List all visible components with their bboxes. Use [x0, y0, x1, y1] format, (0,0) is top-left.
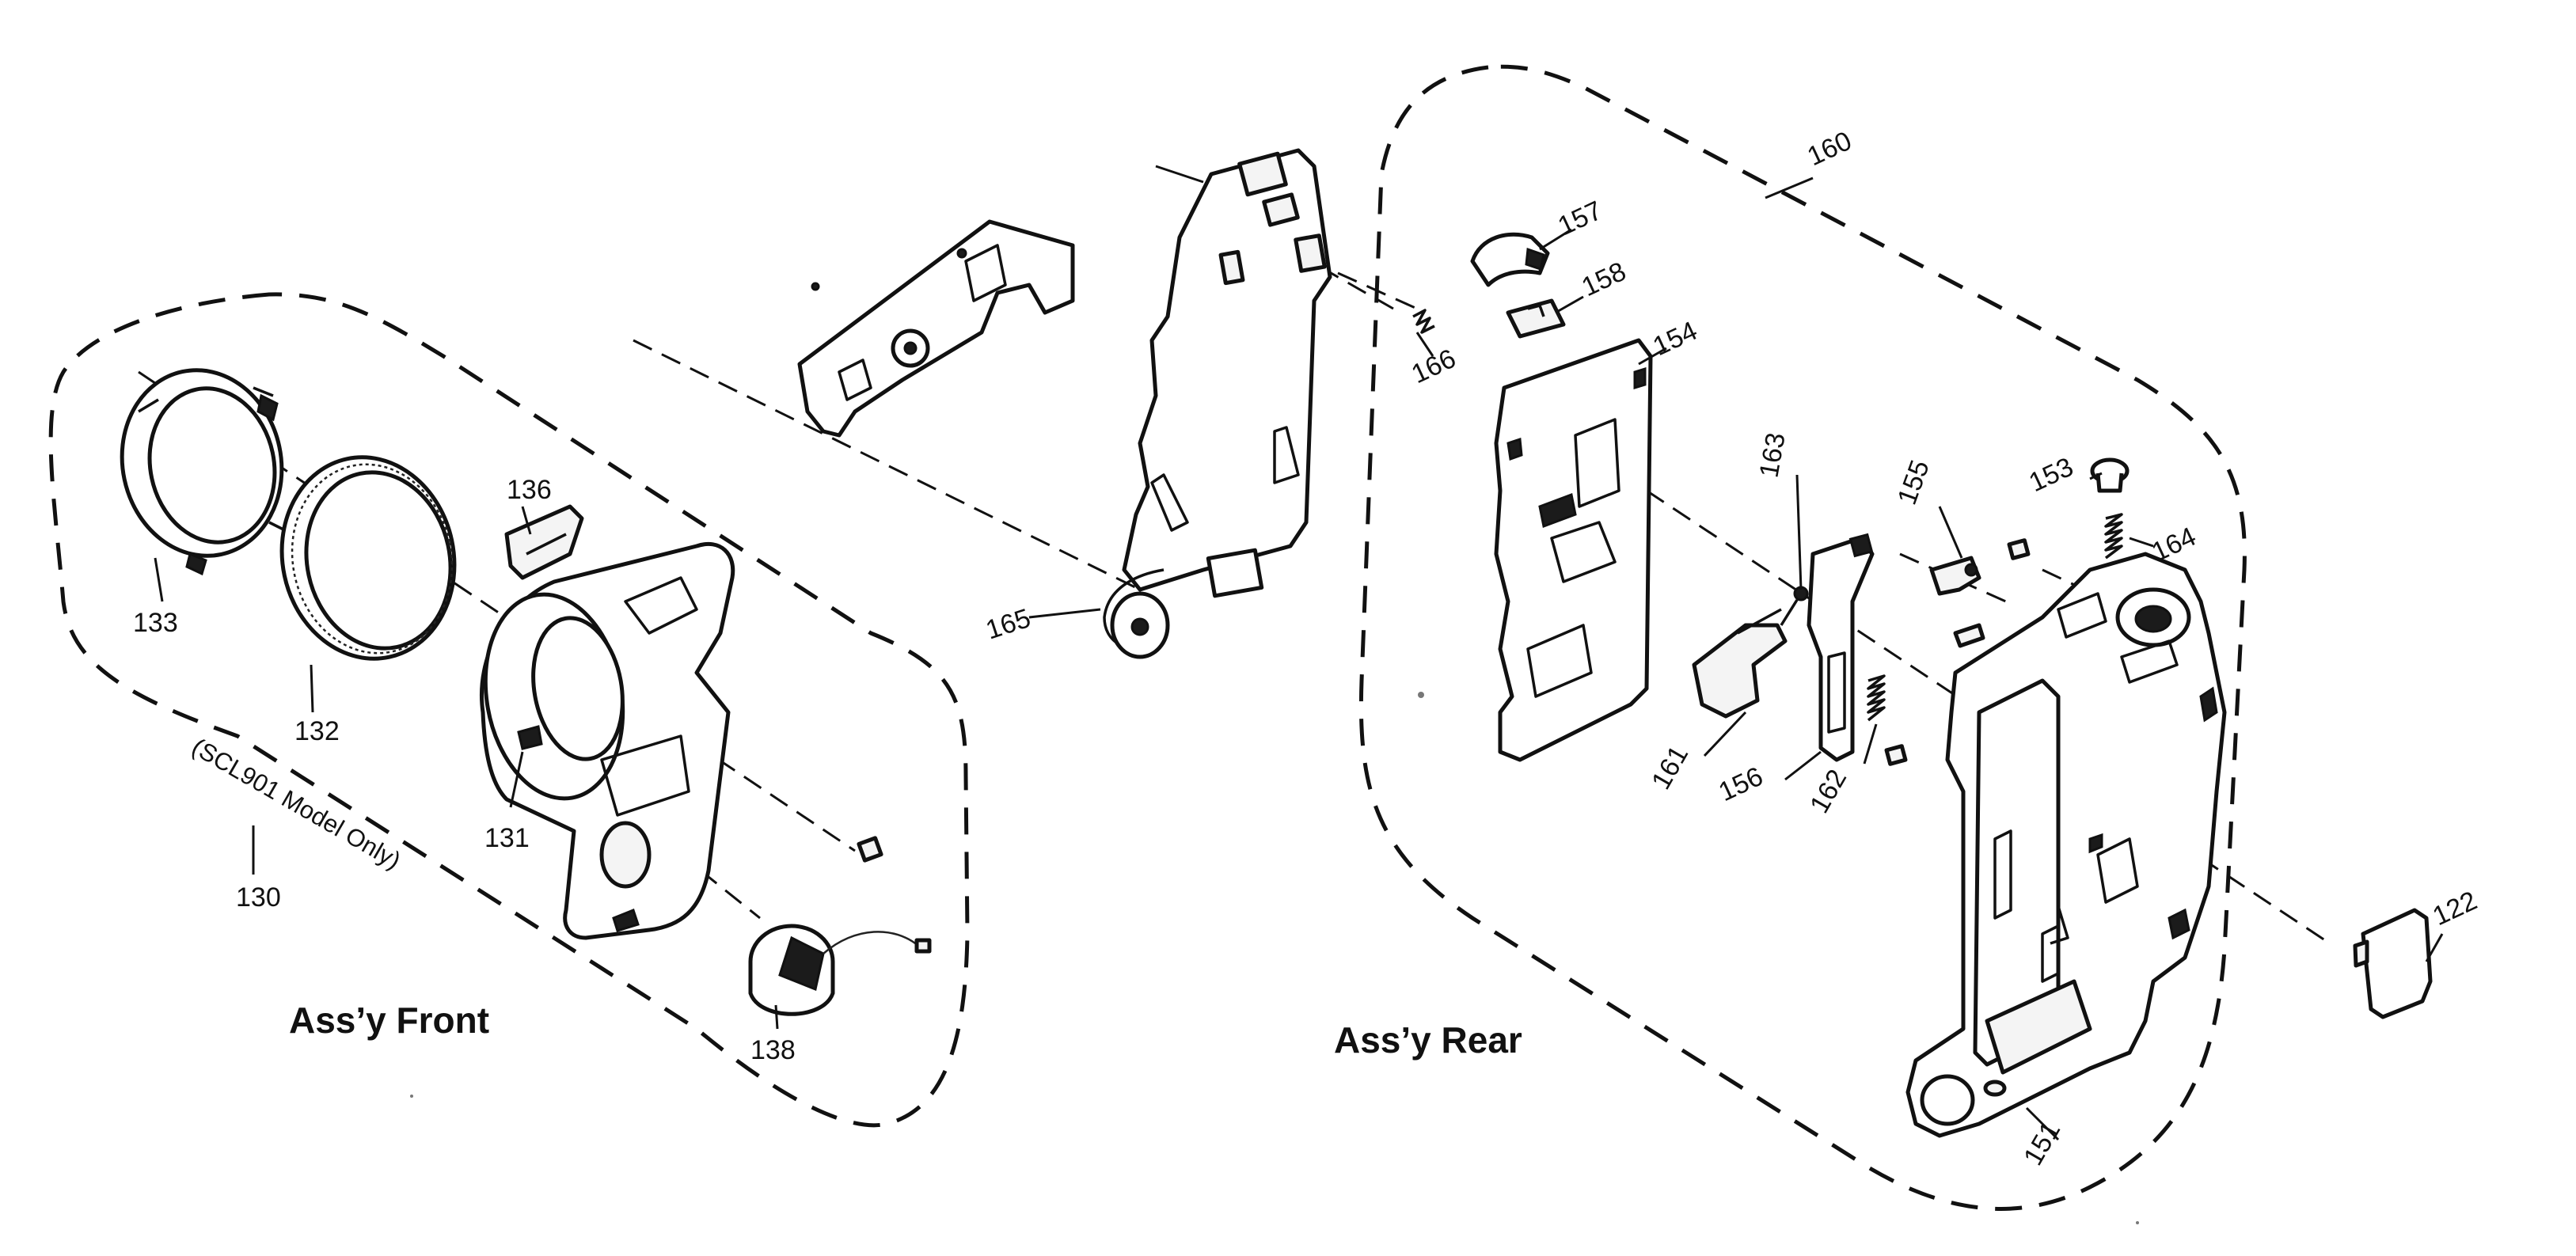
small-clip-front	[857, 836, 883, 863]
part-138-motor	[748, 924, 932, 1016]
part-166-spring	[1412, 309, 1435, 334]
part-122-cover	[2353, 908, 2433, 1019]
callout-158: 158	[1577, 256, 1630, 302]
callout-163: 163	[1753, 431, 1791, 480]
part-164-spring	[2104, 513, 2123, 560]
part-131-front-housing	[480, 541, 735, 940]
callout-162: 162	[1804, 765, 1852, 818]
callout-131: 131	[484, 823, 530, 853]
callout-122: 122	[2428, 886, 2481, 932]
part-main-circuit-board	[1103, 148, 1332, 659]
part-136-bracket	[504, 504, 584, 580]
callout-155: 155	[1892, 456, 1936, 508]
callout-161: 161	[1646, 741, 1694, 795]
part-157-cover	[1470, 232, 1550, 287]
callout-153: 153	[2024, 452, 2077, 498]
callout-151: 151	[2018, 1117, 2066, 1171]
callout-130: 130	[236, 882, 281, 913]
small-clips-rear	[1884, 538, 2031, 766]
part-mounting-bracket	[797, 219, 1075, 438]
callout-156: 156	[1714, 761, 1767, 807]
part-162-spring	[1867, 674, 1886, 722]
part-153-knob	[2090, 457, 2130, 493]
leader-lines	[154, 165, 2444, 1141]
rear-assembly-outline	[1358, 64, 2247, 1211]
part-132-focus-ring	[279, 455, 457, 661]
rear-assembly-title: Ass’y Rear	[1334, 1019, 1522, 1061]
callout-165: 165	[982, 603, 1035, 646]
part-156-slide-bar	[1807, 533, 1875, 762]
callout-160: 160	[1803, 126, 1856, 172]
callout-136: 136	[507, 475, 552, 505]
callout-138: 138	[750, 1035, 796, 1065]
part-158-switch	[1506, 298, 1566, 339]
part-151-rear-housing	[1905, 552, 2227, 1138]
front-model-note: (SCL901 Model Only)	[188, 733, 406, 875]
scan-specks	[410, 692, 2139, 1224]
part-163-screw	[1780, 586, 1809, 626]
callout-166: 166	[1407, 343, 1460, 389]
part-133-bezel-ring	[120, 368, 286, 576]
front-assembly-title: Ass’y Front	[289, 1000, 489, 1041]
callout-133: 133	[133, 608, 178, 638]
callout-132: 132	[294, 716, 340, 746]
part-155-latch	[1929, 556, 1981, 596]
part-161-lever	[1692, 608, 1788, 719]
front-assembly-outline	[48, 292, 970, 1128]
part-154-frame-plate	[1494, 338, 1653, 762]
